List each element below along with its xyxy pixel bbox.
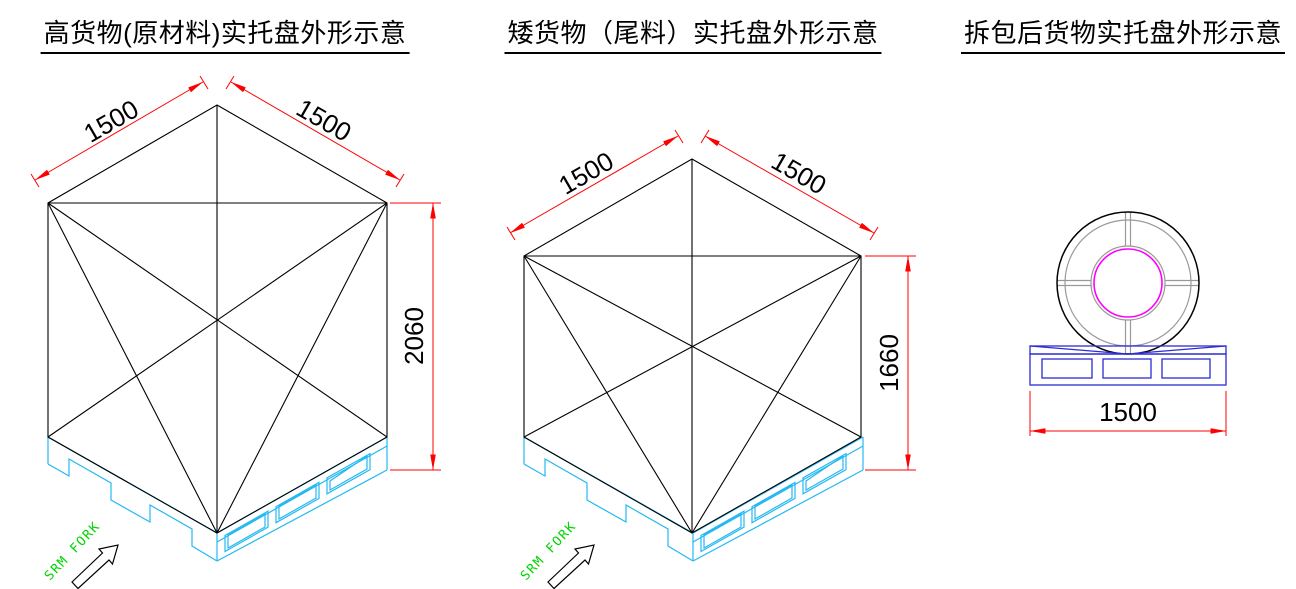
dim-top-right-1500: 1500 [700,129,879,241]
short-cargo-diagram: 1500 1500 1660 SRM FORK [506,129,916,589]
panel-title-unpacked-cargo: 拆包后货物实托盘外形示意 [960,13,1286,54]
dim-label-height: 2060 [399,307,429,365]
short-box-wireframe [523,158,862,534]
fork-direction-arrow-icon [547,544,595,589]
tall-box-wireframe [47,104,388,534]
pallet-short [523,436,864,562]
dim-label-top-right: 1500 [766,146,831,201]
tall-cargo-diagram: 1500 1500 2060 SRM FORK [30,75,441,589]
dim-width-1500: 1500 [1029,391,1227,436]
dim-label-height: 1660 [874,334,904,392]
panel-title-short-cargo: 矮货物（尾料）实托盘外形示意 [504,13,882,54]
pallet-front-view [1029,345,1227,386]
dim-top-left-1500: 1500 [506,129,684,241]
dim-label-width: 1500 [1099,397,1157,427]
dim-label-top-left: 1500 [554,146,619,201]
unpacked-coil-diagram: 1500 [1029,211,1227,436]
dim-height-1660: 1660 [865,255,916,471]
fork-direction-arrow-icon [71,544,119,589]
dim-label-top-right: 1500 [291,93,356,148]
dim-height-2060: 2060 [390,202,441,471]
srm-fork-annotation: SRM FORK [42,519,119,589]
dim-top-left-1500: 1500 [30,75,209,188]
dim-top-right-1500: 1500 [225,75,405,188]
coil-front-view [1056,211,1200,355]
panel-title-tall-cargo: 高货物(原材料)实托盘外形示意 [40,13,410,54]
dim-label-top-left: 1500 [79,94,144,149]
srm-fork-annotation: SRM FORK [518,519,595,589]
